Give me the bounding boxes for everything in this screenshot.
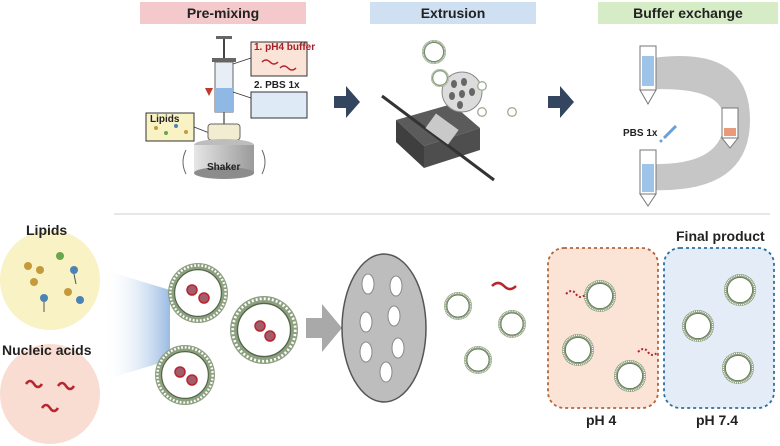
final-product-title: Final product	[676, 228, 765, 244]
ph4-label: pH 4	[586, 412, 617, 428]
nucleic-acids-title: Nucleic acids	[2, 342, 92, 358]
ph4-buffer-label: 1. pH4 buffer	[254, 42, 316, 53]
ph74-box	[663, 247, 775, 409]
stage-label-extrusion: Extrusion	[420, 5, 486, 21]
lipid-molecules	[24, 252, 84, 312]
lipids-circle	[0, 230, 100, 330]
nucleic-acids-circle	[0, 344, 100, 444]
pbs-box	[250, 91, 308, 119]
pbs-exchange-label: PBS 1x	[623, 128, 658, 139]
shaker-label: Shaker	[207, 162, 241, 173]
lipids-title: Lipids	[26, 222, 68, 238]
arrow-right-icon	[334, 86, 360, 118]
extrusion-illustration	[381, 40, 517, 182]
lnp-particle	[168, 263, 228, 323]
premixing-illustration	[145, 36, 308, 179]
ph74-label: pH 7.4	[696, 412, 739, 428]
arrow-right-icon	[306, 304, 342, 352]
stage-label-buffer-exchange: Buffer exchange	[633, 5, 743, 21]
stage-label-premixing: Pre-mixing	[186, 5, 260, 21]
lnp-particle	[155, 345, 215, 405]
ph4-buffer-box	[250, 41, 308, 77]
buffer-exchange-illustration	[639, 45, 750, 207]
down-arrow-icon	[205, 88, 213, 96]
mixing-funnel	[104, 270, 170, 380]
arrow-right-icon	[548, 86, 574, 118]
rna-strands	[24, 379, 76, 413]
pbs-buffer-label: 2. PBS 1x	[254, 80, 300, 91]
stage-header-premixing	[140, 2, 306, 24]
extrusion-membrane	[341, 253, 427, 403]
stage-header-extrusion	[370, 2, 536, 24]
lipids-box-label: Lipids	[150, 114, 180, 125]
lipids-box	[145, 112, 195, 142]
stage-header-buffer-exchange	[598, 2, 778, 24]
